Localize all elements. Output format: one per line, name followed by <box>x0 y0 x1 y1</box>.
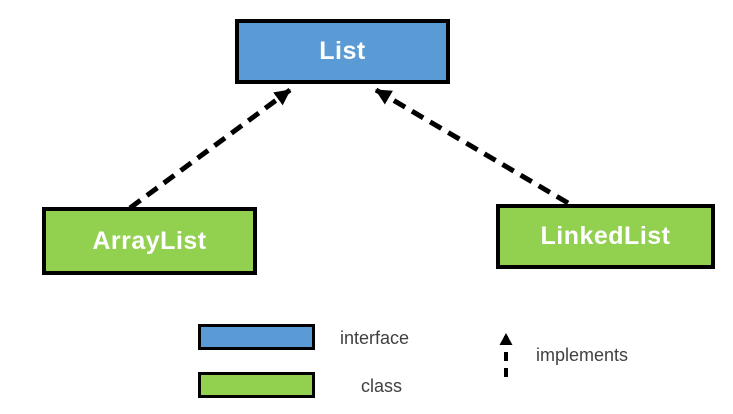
node-linkedlist-class: LinkedList <box>496 204 715 269</box>
node-arraylist-class: ArrayList <box>42 207 257 275</box>
node-list-label: List <box>319 37 366 65</box>
implements-arrow-arraylist-to-list <box>128 87 292 211</box>
node-linkedlist-label: LinkedList <box>540 222 671 250</box>
node-list-interface: List <box>235 19 450 84</box>
legend-interface-swatch <box>198 324 315 350</box>
legend-implements-label: implements <box>536 345 629 365</box>
legend-class-swatch <box>198 372 315 398</box>
legend-interface-label: interface <box>340 328 410 348</box>
node-arraylist-label: ArrayList <box>92 226 207 255</box>
implements-arrow-linkedlist-to-list <box>374 87 570 206</box>
legend-class-label: class <box>361 376 403 396</box>
